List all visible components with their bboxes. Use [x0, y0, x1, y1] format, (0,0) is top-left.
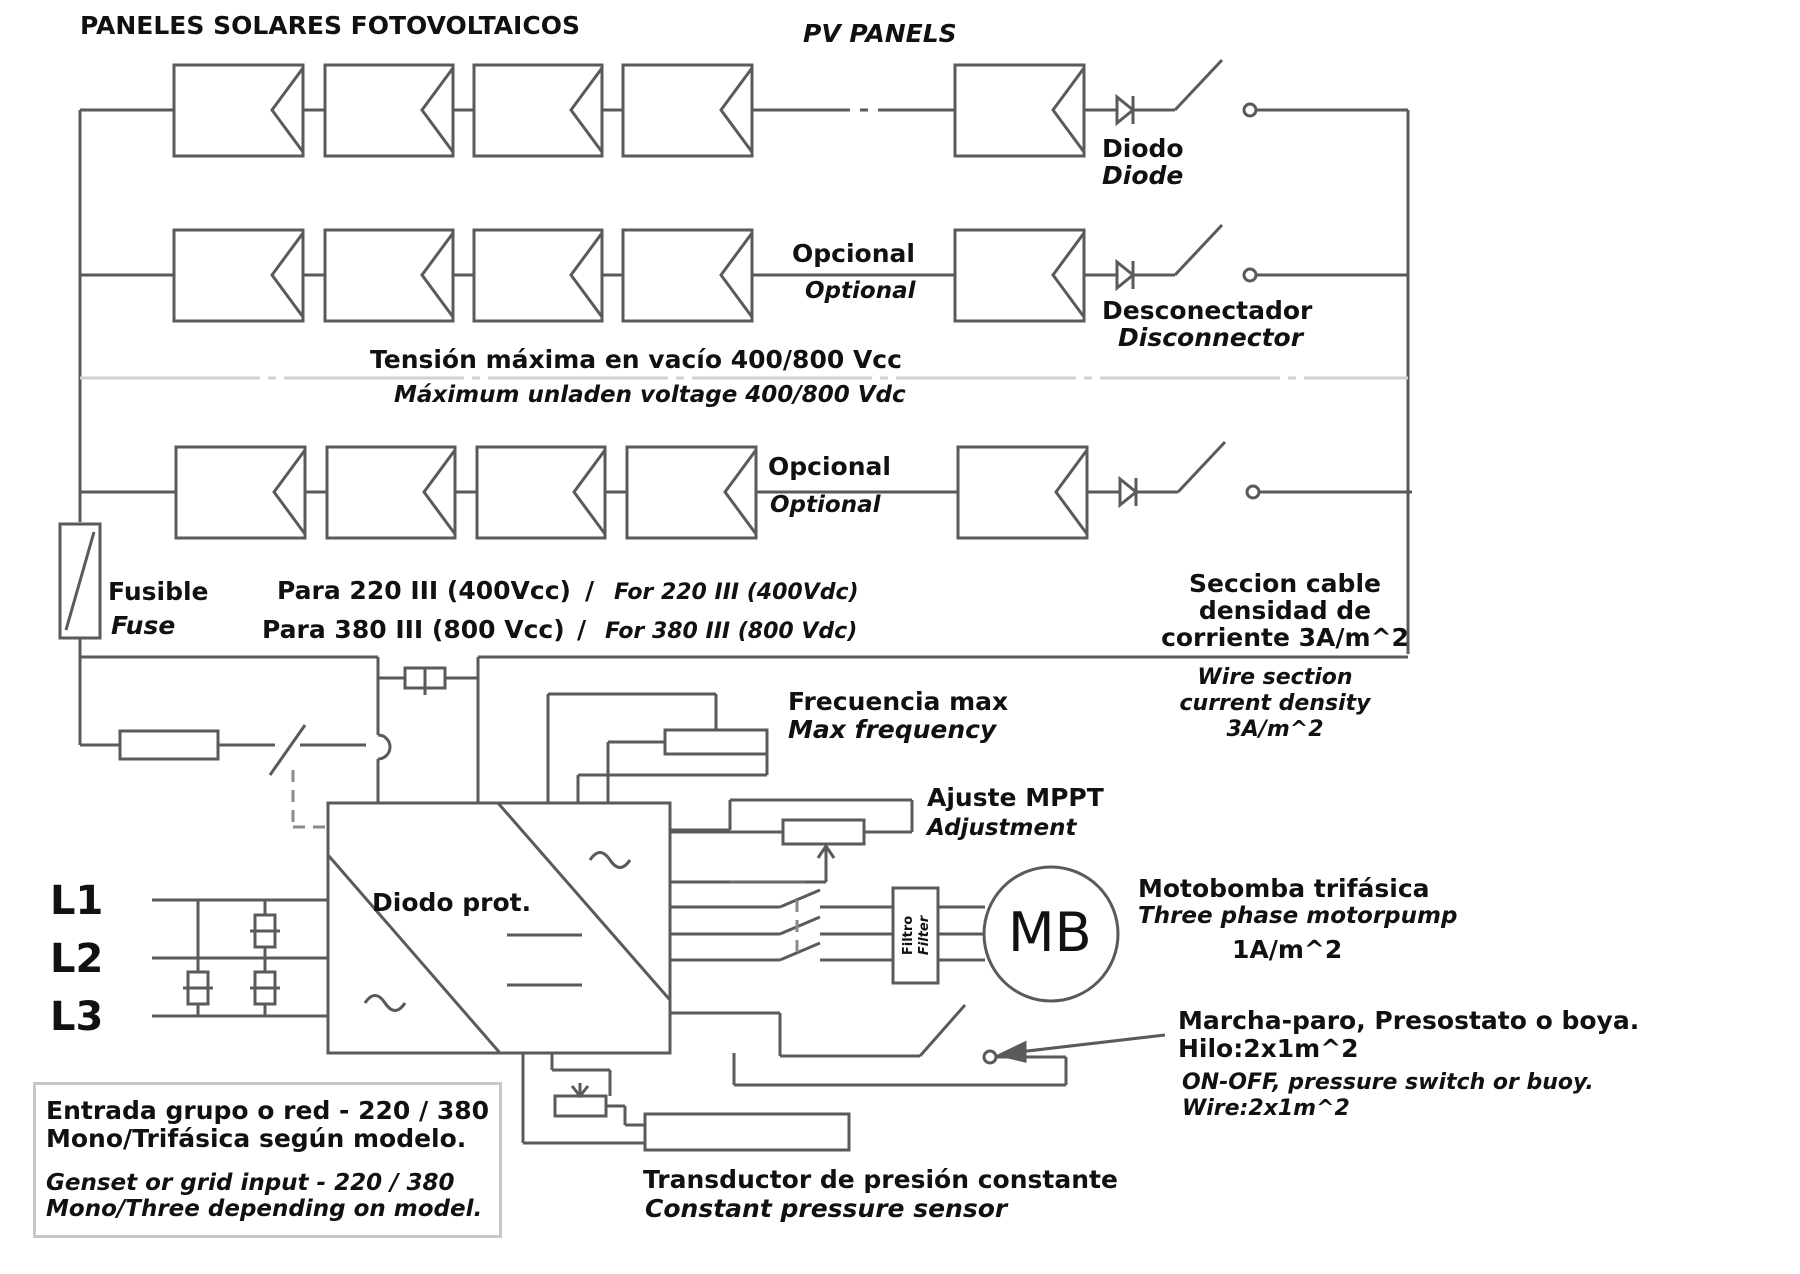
para220-en: For 220 III (400Vdc) — [614, 580, 859, 605]
cable-label-en-2: current density — [1179, 691, 1371, 716]
main-bus-wires — [78, 110, 1410, 745]
pv-string-row-1 — [80, 58, 1408, 158]
filter-label-es: Filtro — [901, 915, 917, 956]
onoff-label-en-2: Wire:2x1m^2 — [1182, 1096, 1350, 1121]
onoff-label-en-1: ON-OFF, pressure switch or buoy. — [1182, 1070, 1594, 1095]
input-label-es-2: Mono/Trifásica según modelo. — [46, 1124, 467, 1153]
phase-label-l1: L1 — [50, 878, 104, 924]
diode-label-es: Diodo — [1102, 134, 1184, 163]
mppt-potentiometer — [670, 798, 914, 884]
para380-es: Para 380 III (800 Vcc) — [262, 615, 565, 644]
frequency-potentiometer — [546, 692, 769, 803]
onoff-label-es-1: Marcha-paro, Presostato o boya. — [1178, 1006, 1640, 1035]
motor-output-wiring — [670, 865, 1120, 1003]
motor-label-en: Three phase motorpump — [1138, 903, 1458, 929]
cable-label-es-1: Seccion cable — [1189, 569, 1381, 598]
filter-label-en: Filter — [917, 915, 933, 956]
voltage-label-es: Tensión máxima en vacío 400/800 Vcc — [370, 345, 902, 374]
voltage-label-en: Máximum unladen voltage 400/800 Vdc — [394, 382, 906, 408]
optional-row3-es: Opcional — [768, 452, 891, 481]
frequency-label-en: Max frequency — [788, 715, 997, 744]
optional-row2-en: Optional — [805, 278, 916, 304]
mppt-label-en: Adjustment — [927, 815, 1077, 841]
optional-row3-en: Optional — [770, 492, 881, 518]
pressure-transducer-wiring — [521, 1053, 851, 1152]
pv-string-row-3 — [80, 440, 1412, 540]
transducer-label-en: Constant pressure sensor — [645, 1194, 1008, 1223]
para220-es: Para 220 III (400Vcc) — [277, 576, 571, 605]
cable-label-es-3: corriente 3A/m^2 — [1161, 623, 1409, 652]
input-label-es-1: Entrada grupo o red - 220 / 380 — [46, 1096, 490, 1125]
phase-label-l3: L3 — [50, 994, 104, 1040]
fuse-label-es: Fusible — [108, 577, 209, 606]
disconnector-label-es: Desconectador — [1102, 296, 1313, 325]
motor-density: 1A/m^2 — [1232, 935, 1343, 964]
disconnector-label-en: Disconnector — [1118, 323, 1304, 352]
diode-label-en: Diode — [1102, 161, 1184, 190]
cable-label-en-1: Wire section — [1197, 665, 1353, 690]
mppt-label-es: Ajuste MPPT — [927, 783, 1104, 812]
para380-separator: / — [577, 615, 587, 644]
grid-input-wiring — [152, 898, 328, 1018]
cable-label-es-2: densidad de — [1198, 596, 1372, 625]
title-english: PV PANELS — [803, 19, 957, 48]
onoff-label-es-2: Hilo:2x1m^2 — [1178, 1034, 1359, 1063]
onoff-switch-wiring — [670, 1004, 1166, 1087]
optional-row2-es: Opcional — [792, 239, 915, 268]
motor-symbol: MB — [1008, 901, 1092, 964]
para220-separator: / — [585, 576, 595, 605]
input-label-en-2: Mono/Three depending on model. — [46, 1196, 483, 1222]
phase-label-l2: L2 — [50, 936, 104, 982]
cable-label-en-3: 3A/m^2 — [1226, 717, 1324, 742]
transducer-label-es: Transductor de presión constante — [643, 1165, 1118, 1194]
inverter-box — [326, 801, 672, 1055]
fuse-label-en: Fuse — [111, 611, 176, 640]
dc-input-wiring — [80, 666, 480, 884]
diode-prot-label: Diodo prot. — [372, 888, 532, 917]
fuse-symbol — [58, 522, 102, 640]
para380-en: For 380 III (800 Vdc) — [605, 619, 858, 644]
pv-string-row-2 — [80, 223, 1408, 323]
frequency-label-es: Frecuencia max — [788, 687, 1009, 716]
grid-input-legend-box — [33, 1082, 502, 1238]
title-spanish: PANELES SOLARES FOTOVOLTAICOS — [80, 11, 580, 40]
input-label-en-1: Genset or grid input - 220 / 380 — [46, 1170, 455, 1196]
motor-label-es: Motobomba trifásica — [1138, 874, 1430, 903]
